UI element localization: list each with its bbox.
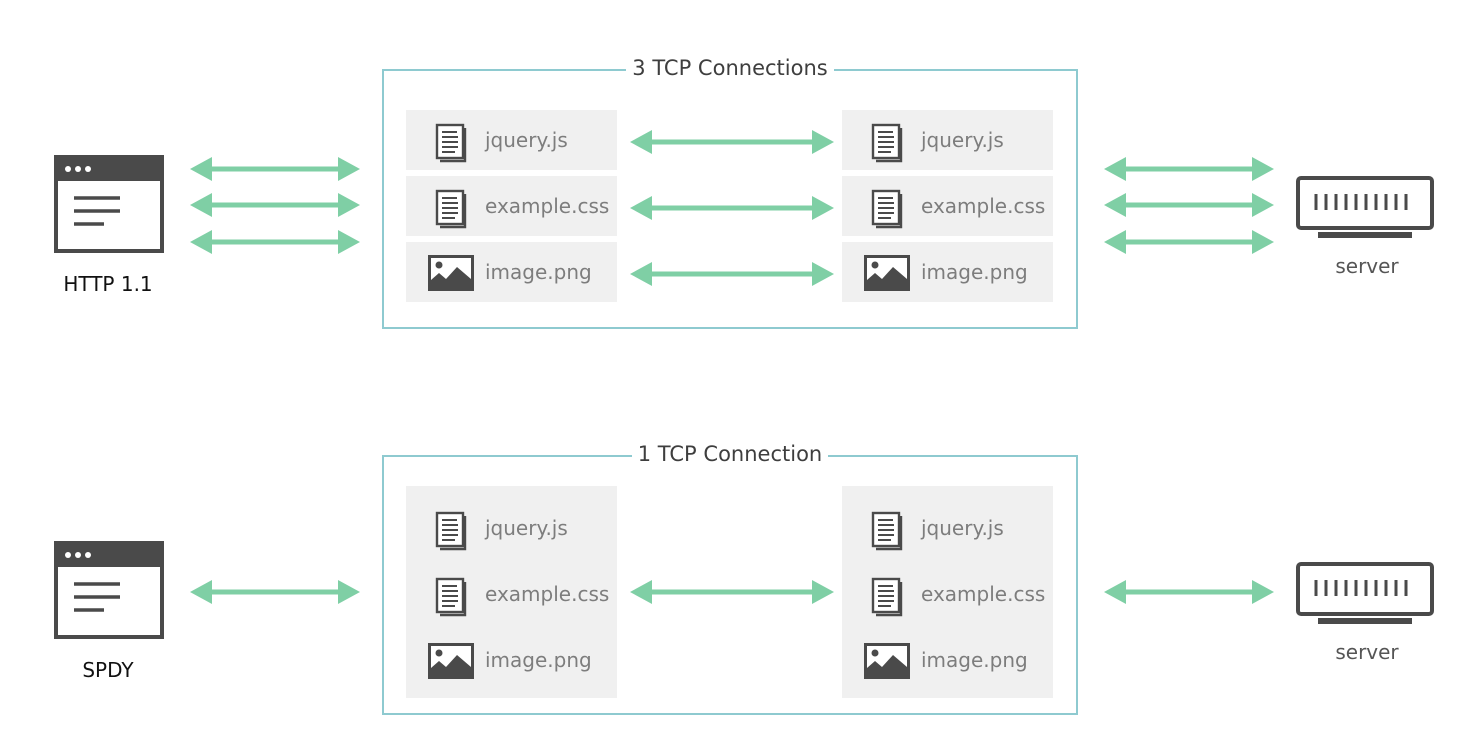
server-icon [1296,562,1434,624]
file-row: image.png [406,630,617,690]
connection-title-spdy: 1 TCP Connection [631,442,829,466]
double-arrow-icon [1104,157,1274,181]
double-arrow-icon [190,157,360,181]
document-icon [864,118,910,164]
file-tile: example.css [842,176,1053,236]
double-arrow-icon [630,196,834,220]
file-name: example.css [921,582,1046,606]
connection-title-http11: 3 TCP Connections [626,56,834,80]
double-arrow-icon [190,230,360,254]
document-icon [428,572,474,618]
file-tile: example.css [406,176,617,236]
file-row: example.css [406,564,617,624]
image-icon [864,250,910,296]
file-row: example.css [842,564,1053,624]
file-name: image.png [921,260,1028,284]
document-icon [864,184,910,230]
double-arrow-icon [190,193,360,217]
client-label-http11: HTTP 1.1 [63,272,153,296]
image-icon [864,638,910,684]
server-label-spdy: server [1335,640,1399,664]
image-icon [428,250,474,296]
server-icon [1296,176,1434,238]
double-arrow-icon [1104,193,1274,217]
server-label-http11: server [1335,254,1399,278]
document-icon [864,506,910,552]
document-icon [864,572,910,618]
double-arrow-icon [630,130,834,154]
file-tile: jquery.js [406,110,617,170]
file-name: jquery.js [921,128,1004,152]
document-icon [428,184,474,230]
file-tile: jquery.js [842,110,1053,170]
double-arrow-icon [1104,580,1274,604]
client-label-spdy: SPDY [82,658,134,682]
file-name: example.css [921,194,1046,218]
file-name: jquery.js [921,516,1004,540]
double-arrow-icon [630,262,834,286]
image-icon [428,638,474,684]
file-row: image.png [842,630,1053,690]
file-name: jquery.js [485,128,568,152]
file-name: example.css [485,194,610,218]
document-icon [428,506,474,552]
file-row: jquery.js [406,498,617,558]
document-icon [428,118,474,164]
file-name: example.css [485,582,610,606]
file-group-right: jquery.js example.css image.png [842,486,1053,698]
file-name: jquery.js [485,516,568,540]
file-tile: image.png [842,242,1053,302]
file-row: jquery.js [842,498,1053,558]
file-group-left: jquery.js example.css image.png [406,486,617,698]
file-tile: image.png [406,242,617,302]
browser-window-icon [54,155,164,253]
file-name: image.png [485,260,592,284]
browser-window-icon [54,541,164,639]
double-arrow-icon [190,580,360,604]
file-name: image.png [921,648,1028,672]
double-arrow-icon [1104,230,1274,254]
double-arrow-icon [630,580,834,604]
file-name: image.png [485,648,592,672]
